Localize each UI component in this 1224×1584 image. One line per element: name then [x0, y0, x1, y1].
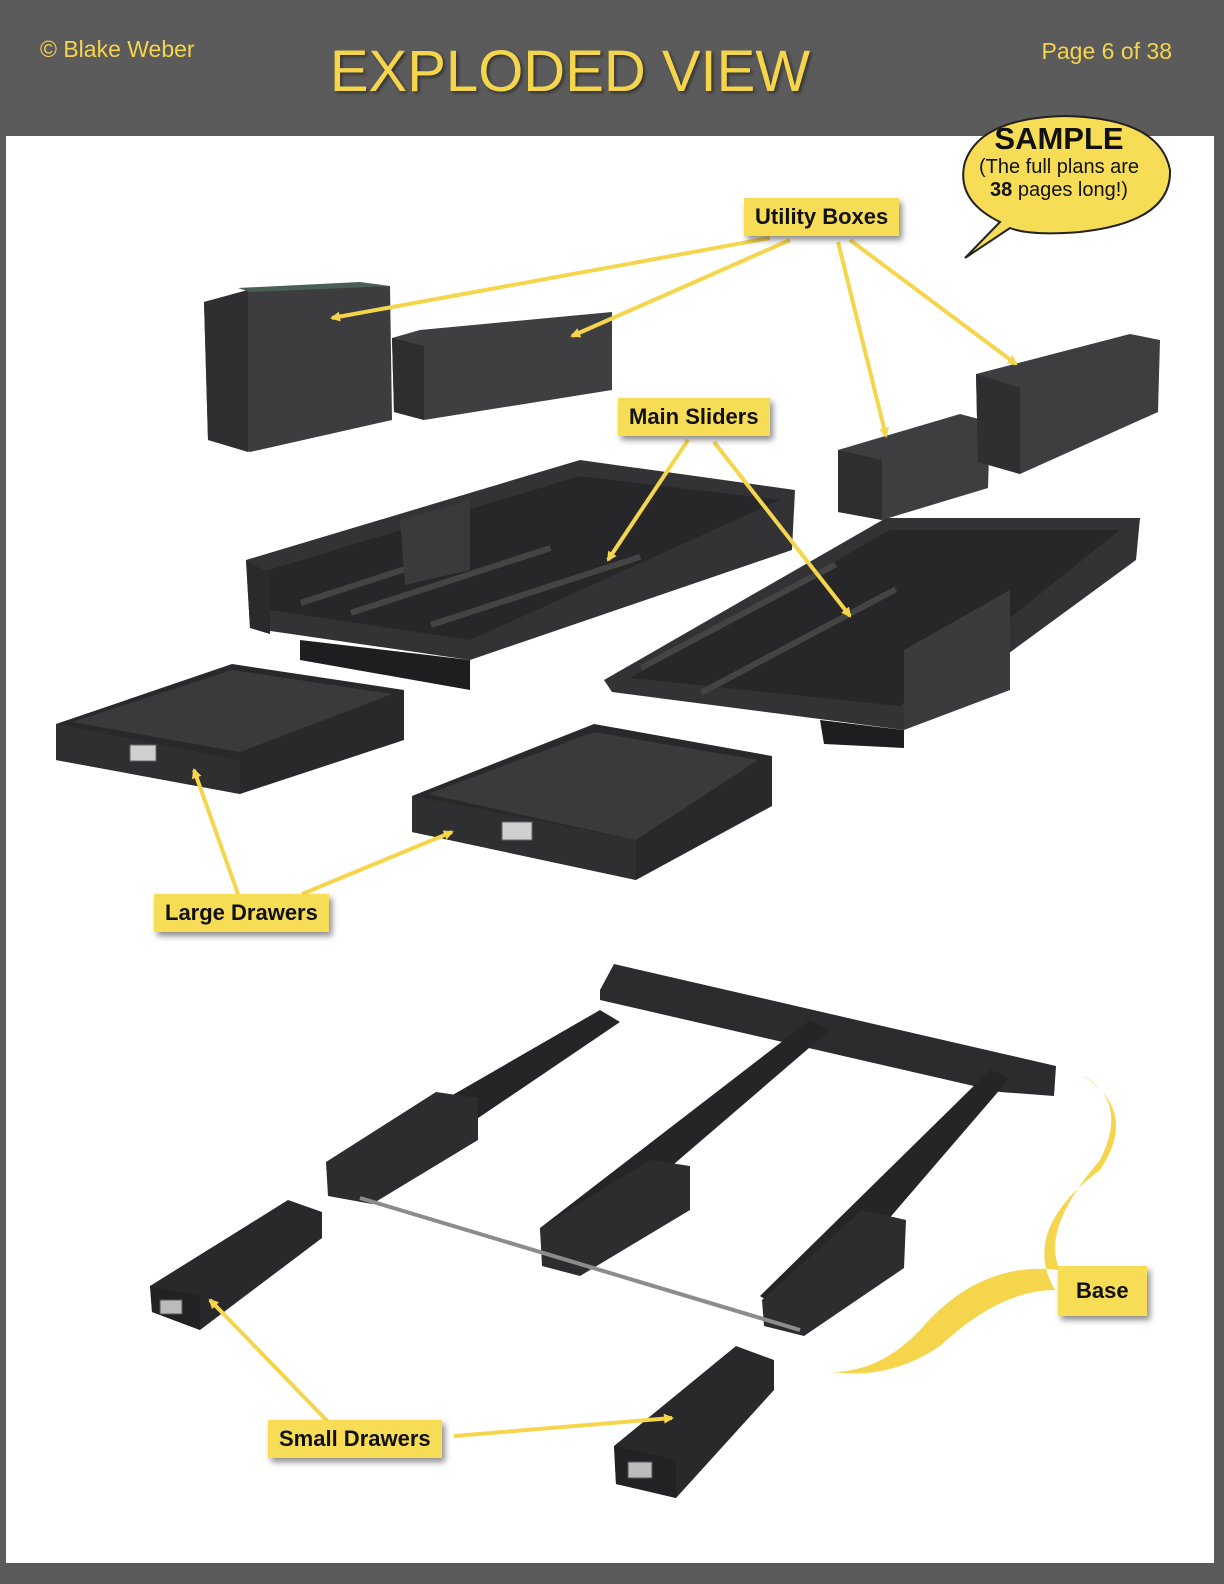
sample-line-2-rest: pages long!) [1012, 179, 1128, 201]
utility-box-middle [392, 312, 612, 420]
utility-box-left [204, 282, 392, 452]
label-main-sliders: Main Sliders [618, 398, 770, 436]
small-drawer-left [150, 1200, 322, 1330]
base-brace [832, 1074, 1116, 1374]
main-slider-left [246, 460, 795, 690]
sample-line-2: 38 pages long!) [964, 179, 1154, 202]
sample-speech-bubble [962, 114, 1172, 259]
label-base: Base [1058, 1266, 1147, 1316]
header-bar: © Blake Weber EXPLODED VIEW Page 6 of 38 [0, 0, 1224, 136]
page-title: EXPLODED VIEW [329, 39, 811, 104]
utility-box-right-large [976, 334, 1160, 474]
large-drawer-left [56, 664, 404, 794]
utility-box-right-small [838, 414, 990, 520]
page-number: Page 6 of 38 [1041, 38, 1172, 64]
sample-page-count: 38 [990, 179, 1013, 201]
base-frame [326, 964, 1056, 1336]
sample-line-1: (The full plans are [978, 156, 1140, 178]
small-drawer-right [614, 1346, 774, 1498]
leader-lines [191, 236, 1018, 1438]
copyright-text: © Blake Weber [40, 36, 195, 62]
label-utility-boxes: Utility Boxes [744, 198, 900, 236]
label-large-drawers: Large Drawers [154, 894, 329, 932]
sample-bubble-text: SAMPLE (The full plans are 38 pages long… [964, 122, 1154, 202]
large-drawer-right [412, 724, 772, 880]
sample-title: SAMPLE [994, 121, 1124, 156]
label-small-drawers: Small Drawers [268, 1420, 442, 1458]
